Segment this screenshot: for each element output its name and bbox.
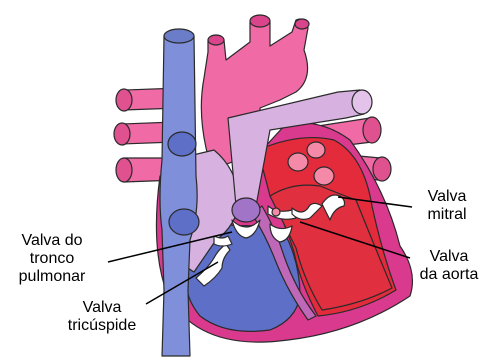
- pulmonary-valve-label: Valva do tronco pulmonar: [2, 232, 102, 286]
- tricuspid-valve-label: Valva tricúspide: [56, 299, 148, 335]
- aortic-valve-label: Valva da aorta: [409, 248, 488, 284]
- tricuspid-valve-leaflet: [214, 236, 232, 246]
- mitral-valve-label: Valva mitral: [411, 188, 483, 224]
